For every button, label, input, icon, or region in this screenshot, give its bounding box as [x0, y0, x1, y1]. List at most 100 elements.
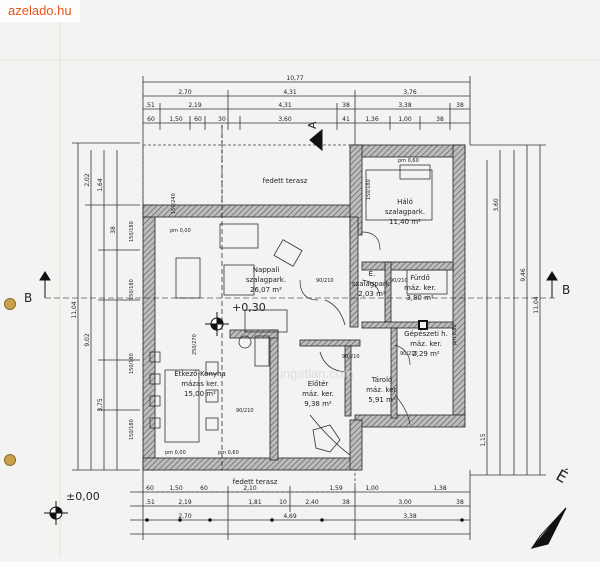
opening-8: 150/180	[129, 221, 135, 242]
room-storage-floor: máz. ker.	[366, 386, 398, 394]
dim-right-2: 9,46	[520, 268, 527, 282]
room-bedroom-name: Háló	[397, 198, 413, 206]
opening-11: 150/180	[129, 419, 135, 440]
dim-top-11: 1,50	[169, 116, 183, 123]
dim-left-2: 9,02	[84, 333, 91, 347]
dim-bot-7: 1,38	[433, 485, 447, 492]
room-kitchen-floor: mázas ker.	[181, 380, 219, 388]
opening-9: 150/180	[129, 279, 135, 300]
room-utility-area: 2,29 m²	[412, 350, 440, 358]
dim-left-6: 38	[110, 226, 117, 234]
dim-top-15: 41	[342, 116, 350, 123]
room-bath-name: Fürdő	[410, 273, 430, 282]
room-terrace-bottom: fedett terasz	[233, 478, 278, 486]
opening-1: 150/240	[171, 193, 177, 214]
room-hall-area: 2,03 m²	[358, 290, 386, 298]
dim-bot-6: 1,00	[365, 485, 379, 492]
dim-right-4: 1,15	[480, 433, 487, 447]
room-hall-floor: szalagpark.	[352, 280, 392, 288]
dim-top-1: 2,70	[178, 89, 192, 96]
dim-bot-17: 4,69	[283, 513, 297, 520]
dim-top-8: 3,38	[398, 102, 412, 109]
opening-5: 90/210	[236, 408, 254, 414]
room-entry-area: 9,38 m²	[304, 400, 332, 408]
room-living-name: Nappali	[253, 266, 280, 274]
room-storage-name: Tároló	[371, 376, 393, 384]
dim-bot-10: 1,81	[248, 499, 262, 506]
dim-bot-16: 2,70	[178, 513, 192, 520]
room-kitchen-area: 15,00 m²	[184, 390, 216, 398]
room-bedroom-floor: szalagpark.	[385, 208, 425, 216]
dim-top-3: 3,76	[403, 89, 417, 96]
binder-hole-bottom	[4, 454, 16, 466]
opening-7: 250/270	[192, 334, 198, 355]
dim-bot-13: 38	[342, 499, 350, 506]
room-living-area: 26,07 m²	[250, 286, 282, 294]
dim-top-14: 3,60	[278, 116, 292, 123]
opening-sill-1: pm 0,00	[170, 228, 191, 234]
section-a-label: A	[306, 121, 319, 129]
room-utility-name: Gépészeti h.	[404, 330, 448, 338]
dim-bot-3: 60	[200, 485, 208, 492]
dim-bot-5: 1,59	[329, 485, 343, 492]
binder-hole-top	[4, 298, 16, 310]
dim-bot-2: 1,50	[169, 485, 183, 492]
dim-top-13: 30	[218, 116, 226, 123]
dim-top-18: 38	[436, 116, 444, 123]
room-bedroom-area: 11,40 m²	[389, 218, 421, 226]
opening-10: 150/180	[129, 353, 135, 374]
room-hall-name: E.	[369, 270, 376, 278]
section-b-right: B	[562, 283, 570, 297]
room-bath-area: 3,80 m²	[406, 294, 434, 302]
dim-top-2: 4,31	[283, 89, 297, 96]
room-living-floor: szalagpark.	[246, 276, 286, 284]
dim-left-overall: 11,04	[71, 301, 78, 318]
opening-sill-2: pm 0,00	[165, 450, 186, 456]
dim-top-5: 2,19	[188, 102, 202, 109]
image-watermark: ingatlan.com	[280, 366, 354, 381]
section-b-left: B	[24, 291, 32, 305]
site-watermark: azelado.hu	[0, 0, 80, 22]
dim-overall-top: 10,77	[286, 75, 303, 82]
opening-4: 90/210	[342, 354, 360, 360]
opening-12: 150/180	[366, 179, 372, 200]
room-terrace-top: fedett terasz	[263, 177, 308, 185]
dim-bot-1: 60	[146, 485, 154, 492]
level-main: +0,30	[232, 301, 266, 314]
opening-6: 90/210	[400, 351, 418, 357]
dim-bot-14: 3,00	[398, 499, 412, 506]
dim-bot-4: 2,10	[243, 485, 257, 492]
dim-bot-8: .51	[145, 499, 155, 506]
dim-right-overall: 11,04	[533, 296, 540, 313]
opening-3: 90/210	[390, 278, 408, 284]
opening-sill-4: pm 0,60	[218, 450, 239, 456]
dim-bot-11: 10	[279, 499, 287, 506]
dim-top-7: 38	[342, 102, 350, 109]
dim-top-17: 1,00	[398, 116, 412, 123]
level-ground: ±0,00	[66, 490, 100, 503]
dim-top-10: 60	[147, 116, 155, 123]
room-utility-floor: máz. ker.	[410, 340, 442, 348]
dim-left-3: 3,75	[97, 398, 104, 412]
dim-top-9: 38	[456, 102, 464, 109]
dim-bot-9: 2,19	[178, 499, 192, 506]
dim-right-3: 3,60	[493, 198, 500, 212]
room-entry-floor: máz. ker.	[302, 390, 334, 398]
room-entry-name: Előtér	[308, 379, 329, 388]
dim-top-6: 4,31	[278, 102, 292, 109]
dim-top-4: .51	[145, 102, 155, 109]
opening-sill-3: pm 0,60	[398, 158, 419, 164]
dim-top-16: 1,36	[365, 116, 379, 123]
room-kitchen-name: Étkező-Konyha	[174, 369, 226, 378]
dim-left-5: 1,64	[97, 178, 104, 192]
opening-sill-5: pm 0,80	[452, 324, 458, 345]
room-storage-area: 5,91 m²	[368, 396, 396, 404]
dim-bot-12: 2,40	[305, 499, 319, 506]
opening-2: 90/210	[316, 278, 334, 284]
dim-top-12: 60	[194, 116, 202, 123]
room-bath-floor: máz. ker.	[404, 284, 436, 292]
dim-bot-15: 38	[456, 499, 464, 506]
dim-bot-18: 3,38	[403, 513, 417, 520]
